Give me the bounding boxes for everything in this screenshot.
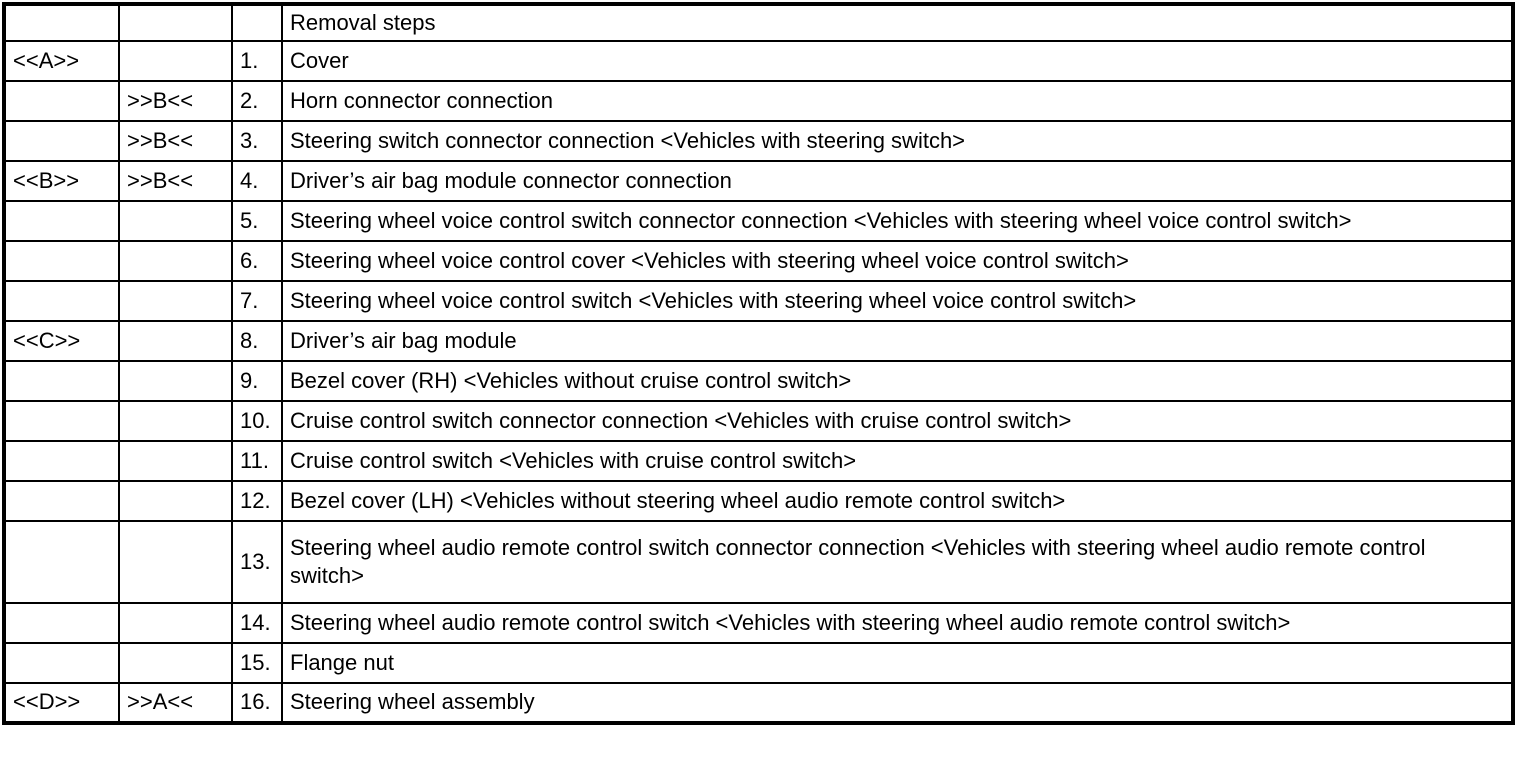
marker1-cell: <<A>> (3, 39, 120, 82)
removal-steps-table: Removal steps <<A>> 1. Cover >>B<< 2. Ho… (2, 2, 1515, 725)
marker2-cell (118, 39, 233, 82)
marker1-cell (3, 119, 120, 162)
marker1-cell (3, 79, 120, 122)
marker2-cell: >>B<< (118, 119, 233, 162)
table-title: Removal steps (281, 3, 1514, 42)
step-number: 16. (231, 681, 283, 724)
marker2-cell (118, 519, 233, 604)
step-description: Flange nut (281, 641, 1514, 684)
marker2-cell (118, 601, 233, 644)
header-marker2-cell (118, 3, 233, 42)
table-row: <<A>> 1. Cover (3, 39, 1514, 82)
table-row: 5. Steering wheel voice control switch c… (3, 199, 1514, 242)
marker1-cell (3, 279, 120, 322)
marker2-cell (118, 239, 233, 282)
step-description: Steering wheel voice control switch conn… (281, 199, 1514, 242)
table-row: >>B<< 3. Steering switch connector conne… (3, 119, 1514, 162)
step-number: 8. (231, 319, 283, 362)
step-description: Driver’s air bag module connector connec… (281, 159, 1514, 202)
table-row: <<D>> >>A<< 16. Steering wheel assembly (3, 681, 1514, 724)
step-number: 9. (231, 359, 283, 402)
step-description: Steering wheel assembly (281, 681, 1514, 724)
step-number: 4. (231, 159, 283, 202)
step-description: Steering wheel audio remote control swit… (281, 519, 1514, 604)
marker1-cell: <<D>> (3, 681, 120, 724)
table-row: 12. Bezel cover (LH) <Vehicles without s… (3, 479, 1514, 522)
marker2-cell (118, 479, 233, 522)
step-number: 10. (231, 399, 283, 442)
step-number: 1. (231, 39, 283, 82)
marker2-cell (118, 319, 233, 362)
marker2-cell (118, 399, 233, 442)
marker1-cell (3, 199, 120, 242)
marker1-cell (3, 359, 120, 402)
marker2-cell: >>A<< (118, 681, 233, 724)
marker1-cell (3, 519, 120, 604)
step-description: Steering wheel audio remote control swit… (281, 601, 1514, 644)
step-number: 6. (231, 239, 283, 282)
table-row: >>B<< 2. Horn connector connection (3, 79, 1514, 122)
step-number: 14. (231, 601, 283, 644)
table-row: 9. Bezel cover (RH) <Vehicles without cr… (3, 359, 1514, 402)
marker2-cell: >>B<< (118, 159, 233, 202)
table-row: <<C>> 8. Driver’s air bag module (3, 319, 1514, 362)
marker2-cell (118, 439, 233, 482)
marker2-cell (118, 199, 233, 242)
step-description: Bezel cover (RH) <Vehicles without cruis… (281, 359, 1514, 402)
marker2-cell (118, 359, 233, 402)
marker1-cell (3, 439, 120, 482)
table-row: 7. Steering wheel voice control switch <… (3, 279, 1514, 322)
marker1-cell (3, 239, 120, 282)
step-description: Cruise control switch connector connecti… (281, 399, 1514, 442)
step-description: Bezel cover (LH) <Vehicles without steer… (281, 479, 1514, 522)
marker1-cell (3, 479, 120, 522)
table-row: 6. Steering wheel voice control cover <V… (3, 239, 1514, 282)
table-row: 14. Steering wheel audio remote control … (3, 601, 1514, 644)
step-number: 2. (231, 79, 283, 122)
marker1-cell: <<B>> (3, 159, 120, 202)
marker2-cell (118, 279, 233, 322)
table-body: <<A>> 1. Cover >>B<< 2. Horn connector c… (3, 39, 1514, 724)
table-row: 11. Cruise control switch <Vehicles with… (3, 439, 1514, 482)
step-description: Steering switch connector connection <Ve… (281, 119, 1514, 162)
step-number: 15. (231, 641, 283, 684)
step-number: 7. (231, 279, 283, 322)
step-description: Steering wheel voice control switch <Veh… (281, 279, 1514, 322)
marker2-cell: >>B<< (118, 79, 233, 122)
table-header-row: Removal steps (3, 3, 1514, 42)
marker2-cell (118, 641, 233, 684)
marker1-cell: <<C>> (3, 319, 120, 362)
step-description: Steering wheel voice control cover <Vehi… (281, 239, 1514, 282)
marker1-cell (3, 601, 120, 644)
table-row: <<B>> >>B<< 4. Driver’s air bag module c… (3, 159, 1514, 202)
marker1-cell (3, 641, 120, 684)
step-number: 13. (231, 519, 283, 604)
table-row: 13. Steering wheel audio remote control … (3, 519, 1514, 604)
step-description: Driver’s air bag module (281, 319, 1514, 362)
header-marker1-cell (3, 3, 120, 42)
step-number: 5. (231, 199, 283, 242)
header-number-cell (231, 3, 283, 42)
step-number: 12. (231, 479, 283, 522)
step-description: Horn connector connection (281, 79, 1514, 122)
step-description: Cover (281, 39, 1514, 82)
table-row: 10. Cruise control switch connector conn… (3, 399, 1514, 442)
step-number: 11. (231, 439, 283, 482)
step-description: Cruise control switch <Vehicles with cru… (281, 439, 1514, 482)
step-number: 3. (231, 119, 283, 162)
table-row: 15. Flange nut (3, 641, 1514, 684)
marker1-cell (3, 399, 120, 442)
